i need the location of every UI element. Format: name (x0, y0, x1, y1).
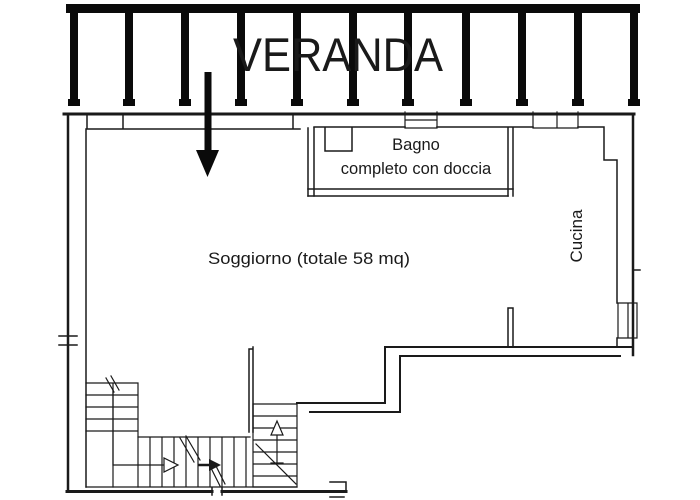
veranda-label: VERANDA (233, 28, 444, 81)
bagno-window (404, 111, 438, 129)
stairs-cut-diagonal (255, 443, 297, 485)
entrance-arrow-head (196, 150, 219, 177)
cucina-lining-zigzag (577, 126, 618, 304)
veranda-posts (68, 12, 640, 106)
cucina-top-window (532, 111, 579, 129)
inner-lining-top-left (86, 113, 301, 130)
kitchen-walls (532, 111, 641, 348)
entrance-arrow-shaft (204, 72, 212, 152)
stairs-up-arrowhead (270, 419, 284, 436)
stairs-up-arrow-shaft (270, 432, 284, 464)
stairs-direction-line (112, 389, 165, 466)
bagno-wall-right (507, 127, 514, 197)
stairs-right-block (252, 403, 298, 488)
stairs-direction-right-arrowhead (163, 457, 180, 473)
bagno-wall-bottom (307, 188, 514, 197)
bagno-door-recess (324, 127, 353, 152)
livingroom-label: Soggiorno (totale 58 mq) (208, 249, 410, 268)
bagno-wall-left (307, 127, 315, 197)
stairs-break-marks (105, 375, 226, 487)
bottom-wall-notch (211, 481, 347, 498)
cucina-right-window (617, 302, 638, 339)
staircase (85, 375, 298, 488)
stairs-upper-block-treads (85, 382, 139, 488)
entrance-arrow (196, 72, 219, 177)
bathroom-label-line2: completo con doccia (341, 160, 492, 178)
bottom-right-double-wall (384, 346, 634, 357)
bathroom-label-line1: Bagno (392, 136, 440, 154)
stairs-direction-solid-arrowhead (209, 459, 221, 471)
veranda-top-beam (66, 4, 640, 13)
cucina-wall-below-window (616, 269, 641, 348)
veranda-structure (66, 4, 640, 106)
step-wall-soggiorno (296, 346, 401, 413)
bathroom-walls (307, 111, 534, 197)
exterior-walls (58, 112, 636, 498)
kitchen-label: Cucina (567, 209, 586, 262)
wall-stub-partition (507, 307, 514, 348)
left-wall-window-ticks (58, 335, 78, 346)
